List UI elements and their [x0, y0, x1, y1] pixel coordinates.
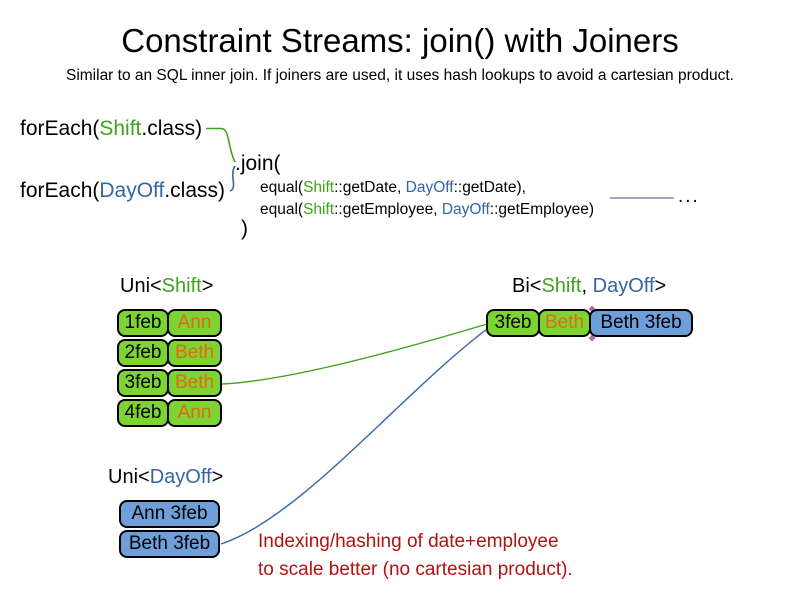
- bi-shift-employee-cell: Beth: [538, 309, 591, 337]
- dayoff-type-token: DayOff: [149, 466, 212, 488]
- uni-dayoff-label: Uni<DayOff>: [108, 466, 223, 489]
- code-text: equal(: [260, 201, 304, 218]
- dayoff-row-to-bi-curve: [220, 328, 488, 545]
- shift-employee-cell: Beth: [167, 339, 222, 367]
- brace-top-green-line: [206, 127, 236, 163]
- label-text: >: [211, 466, 224, 488]
- dayoff-class-token: DayOff: [441, 201, 490, 218]
- table-row: Ann 3feb: [119, 500, 220, 528]
- page-subtitle: Similar to an SQL inner join. If joiners…: [65, 67, 734, 84]
- code-join-open: .join(: [235, 152, 281, 175]
- bi-result-row: 3feb Beth Beth 3feb: [486, 309, 693, 337]
- label-text: Uni<: [120, 275, 162, 297]
- indexing-note-line2: to scale better (no cartesian product).: [258, 559, 573, 580]
- table-row: 1feb Ann: [117, 309, 222, 337]
- shift-type-token: Shift: [161, 275, 202, 297]
- code-text: .class): [164, 179, 226, 202]
- code-join-close: ): [241, 217, 248, 240]
- shift-date-cell: 2feb: [117, 339, 169, 367]
- dayoff-cell: Ann 3feb: [119, 500, 220, 528]
- shift-date-cell: 3feb: [117, 369, 169, 397]
- label-text: ,: [581, 275, 593, 297]
- code-text: ::getEmployee,: [334, 201, 442, 218]
- bi-dayoff-cell: Beth 3feb: [589, 309, 693, 337]
- bi-label: Bi<Shift, DayOff>: [512, 275, 666, 298]
- shift-date-cell: 1feb: [117, 309, 169, 337]
- shift-type-token: Shift: [541, 275, 582, 297]
- indexing-note-line1: Indexing/hashing of date+employee: [258, 531, 559, 552]
- uni-shift-label: Uni<Shift>: [120, 275, 213, 298]
- table-row: 3feb Beth: [117, 369, 222, 397]
- label-text: >: [201, 275, 214, 297]
- code-text: .class): [141, 117, 203, 140]
- shift-class-token: Shift: [99, 117, 142, 140]
- bi-shift-date-cell: 3feb: [486, 309, 540, 337]
- page-title: Constraint Streams: join() with Joiners: [121, 22, 679, 59]
- code-text: forEach(: [20, 117, 100, 140]
- ellipsis-more-joiners: ...: [678, 186, 700, 207]
- code-text: forEach(: [20, 179, 100, 202]
- dayoff-cell: Beth 3feb: [119, 530, 220, 558]
- code-foreach-dayoff: forEach(DayOff.class): [20, 179, 225, 203]
- shift-date-cell: 4feb: [117, 399, 169, 427]
- shift-class-token: Shift: [303, 179, 335, 196]
- table-row: 4feb Ann: [117, 399, 222, 427]
- shift-class-token: Shift: [303, 201, 335, 218]
- code-joiner-employee: equal(Shift::getEmployee, DayOff::getEmp…: [260, 201, 594, 219]
- code-foreach-shift: forEach(Shift.class): [20, 117, 202, 141]
- dayoff-type-token: DayOff: [592, 275, 655, 297]
- label-text: Bi<: [512, 275, 542, 297]
- code-text: ::getDate),: [453, 179, 526, 196]
- dayoff-class-token: DayOff: [405, 179, 454, 196]
- label-text: Uni<: [108, 466, 150, 488]
- code-text: ::getDate,: [334, 179, 406, 196]
- table-row: Beth 3feb: [119, 530, 220, 558]
- dayoff-class-token: DayOff: [99, 179, 165, 202]
- code-joiner-date: equal(Shift::getDate, DayOff::getDate),: [260, 179, 526, 197]
- code-text: equal(: [260, 179, 304, 196]
- shift-employee-cell: Ann: [167, 309, 222, 337]
- shift-row-to-bi-curve: [221, 323, 488, 385]
- code-text: ::getEmployee): [489, 201, 595, 218]
- table-row: 2feb Beth: [117, 339, 222, 367]
- shift-employee-cell: Beth: [167, 369, 222, 397]
- label-text: >: [654, 275, 667, 297]
- shift-employee-cell: Ann: [167, 399, 222, 427]
